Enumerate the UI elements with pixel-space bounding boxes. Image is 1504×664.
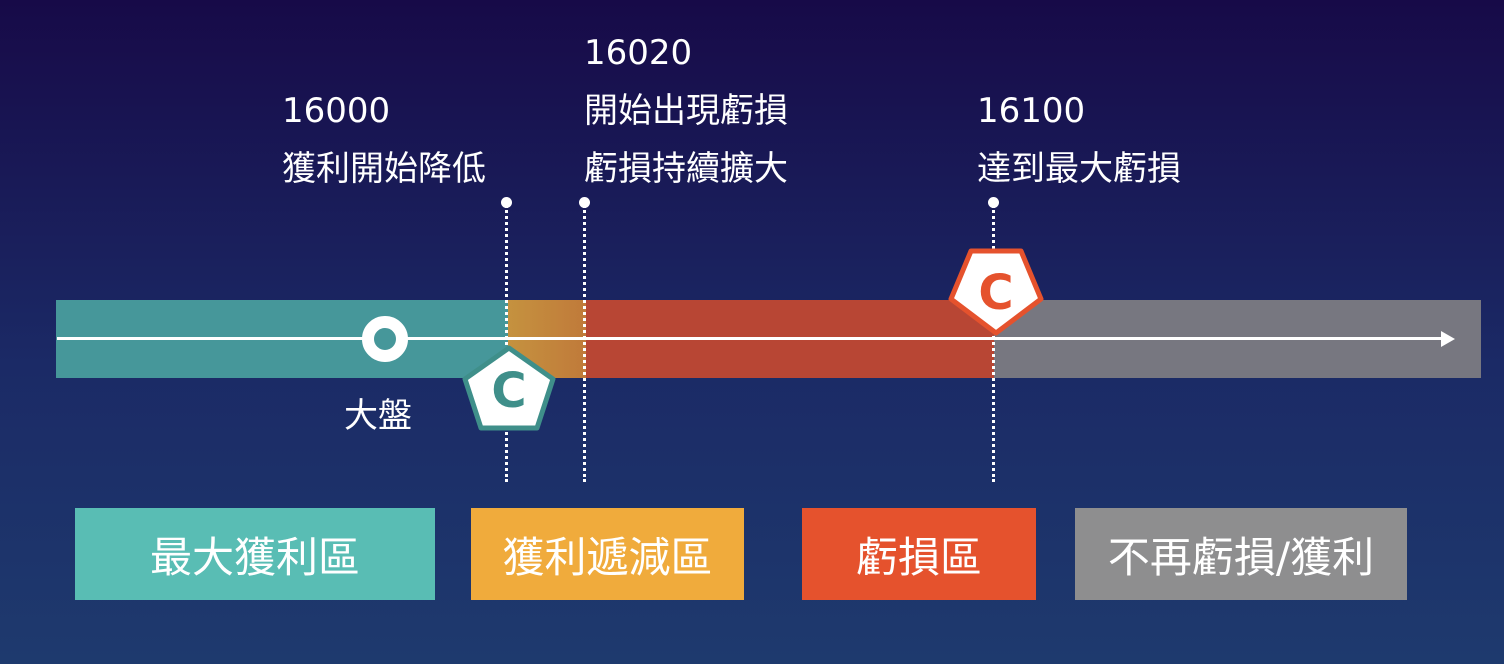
annotation-text: 達到最大虧損 — [977, 149, 1181, 189]
guide-line-16020 — [583, 205, 586, 482]
annotation-text: 開始出現虧損 — [584, 91, 788, 131]
zone-no-change: 不再虧損/獲利 — [1075, 508, 1407, 600]
guide-dot-16000 — [501, 197, 512, 208]
annotation-16000: 16000 獲利開始降低 — [282, 82, 486, 198]
guide-dot-16020 — [579, 197, 590, 208]
call-letter-teal: C — [491, 363, 526, 419]
price-axis-line — [57, 337, 1443, 340]
annotation-value: 16020 — [584, 33, 693, 73]
annotation-text-2: 虧損持續擴大 — [584, 149, 788, 189]
axis-arrow-icon — [1441, 331, 1455, 347]
call-letter-red: C — [978, 265, 1013, 321]
zone-profit-decreasing: 獲利遞減區 — [471, 508, 744, 600]
guide-line-16100 — [992, 205, 995, 482]
zone-loss: 虧損區 — [802, 508, 1036, 600]
zone-max-profit: 最大獲利區 — [75, 508, 435, 600]
annotation-value: 16100 — [977, 91, 1086, 131]
guide-line-16000 — [505, 205, 508, 482]
call-option-marker-teal: C — [462, 345, 556, 431]
annotation-16100: 16100 達到最大虧損 — [977, 82, 1181, 198]
annotation-16020: 16020 開始出現虧損 虧損持續擴大 — [584, 24, 788, 198]
guide-dot-16100 — [988, 197, 999, 208]
annotation-text: 獲利開始降低 — [282, 149, 486, 189]
call-option-marker-red: C — [948, 248, 1044, 336]
index-marker-label: 大盤 — [344, 396, 412, 436]
annotation-value: 16000 — [282, 91, 391, 131]
index-marker-icon — [362, 316, 408, 362]
